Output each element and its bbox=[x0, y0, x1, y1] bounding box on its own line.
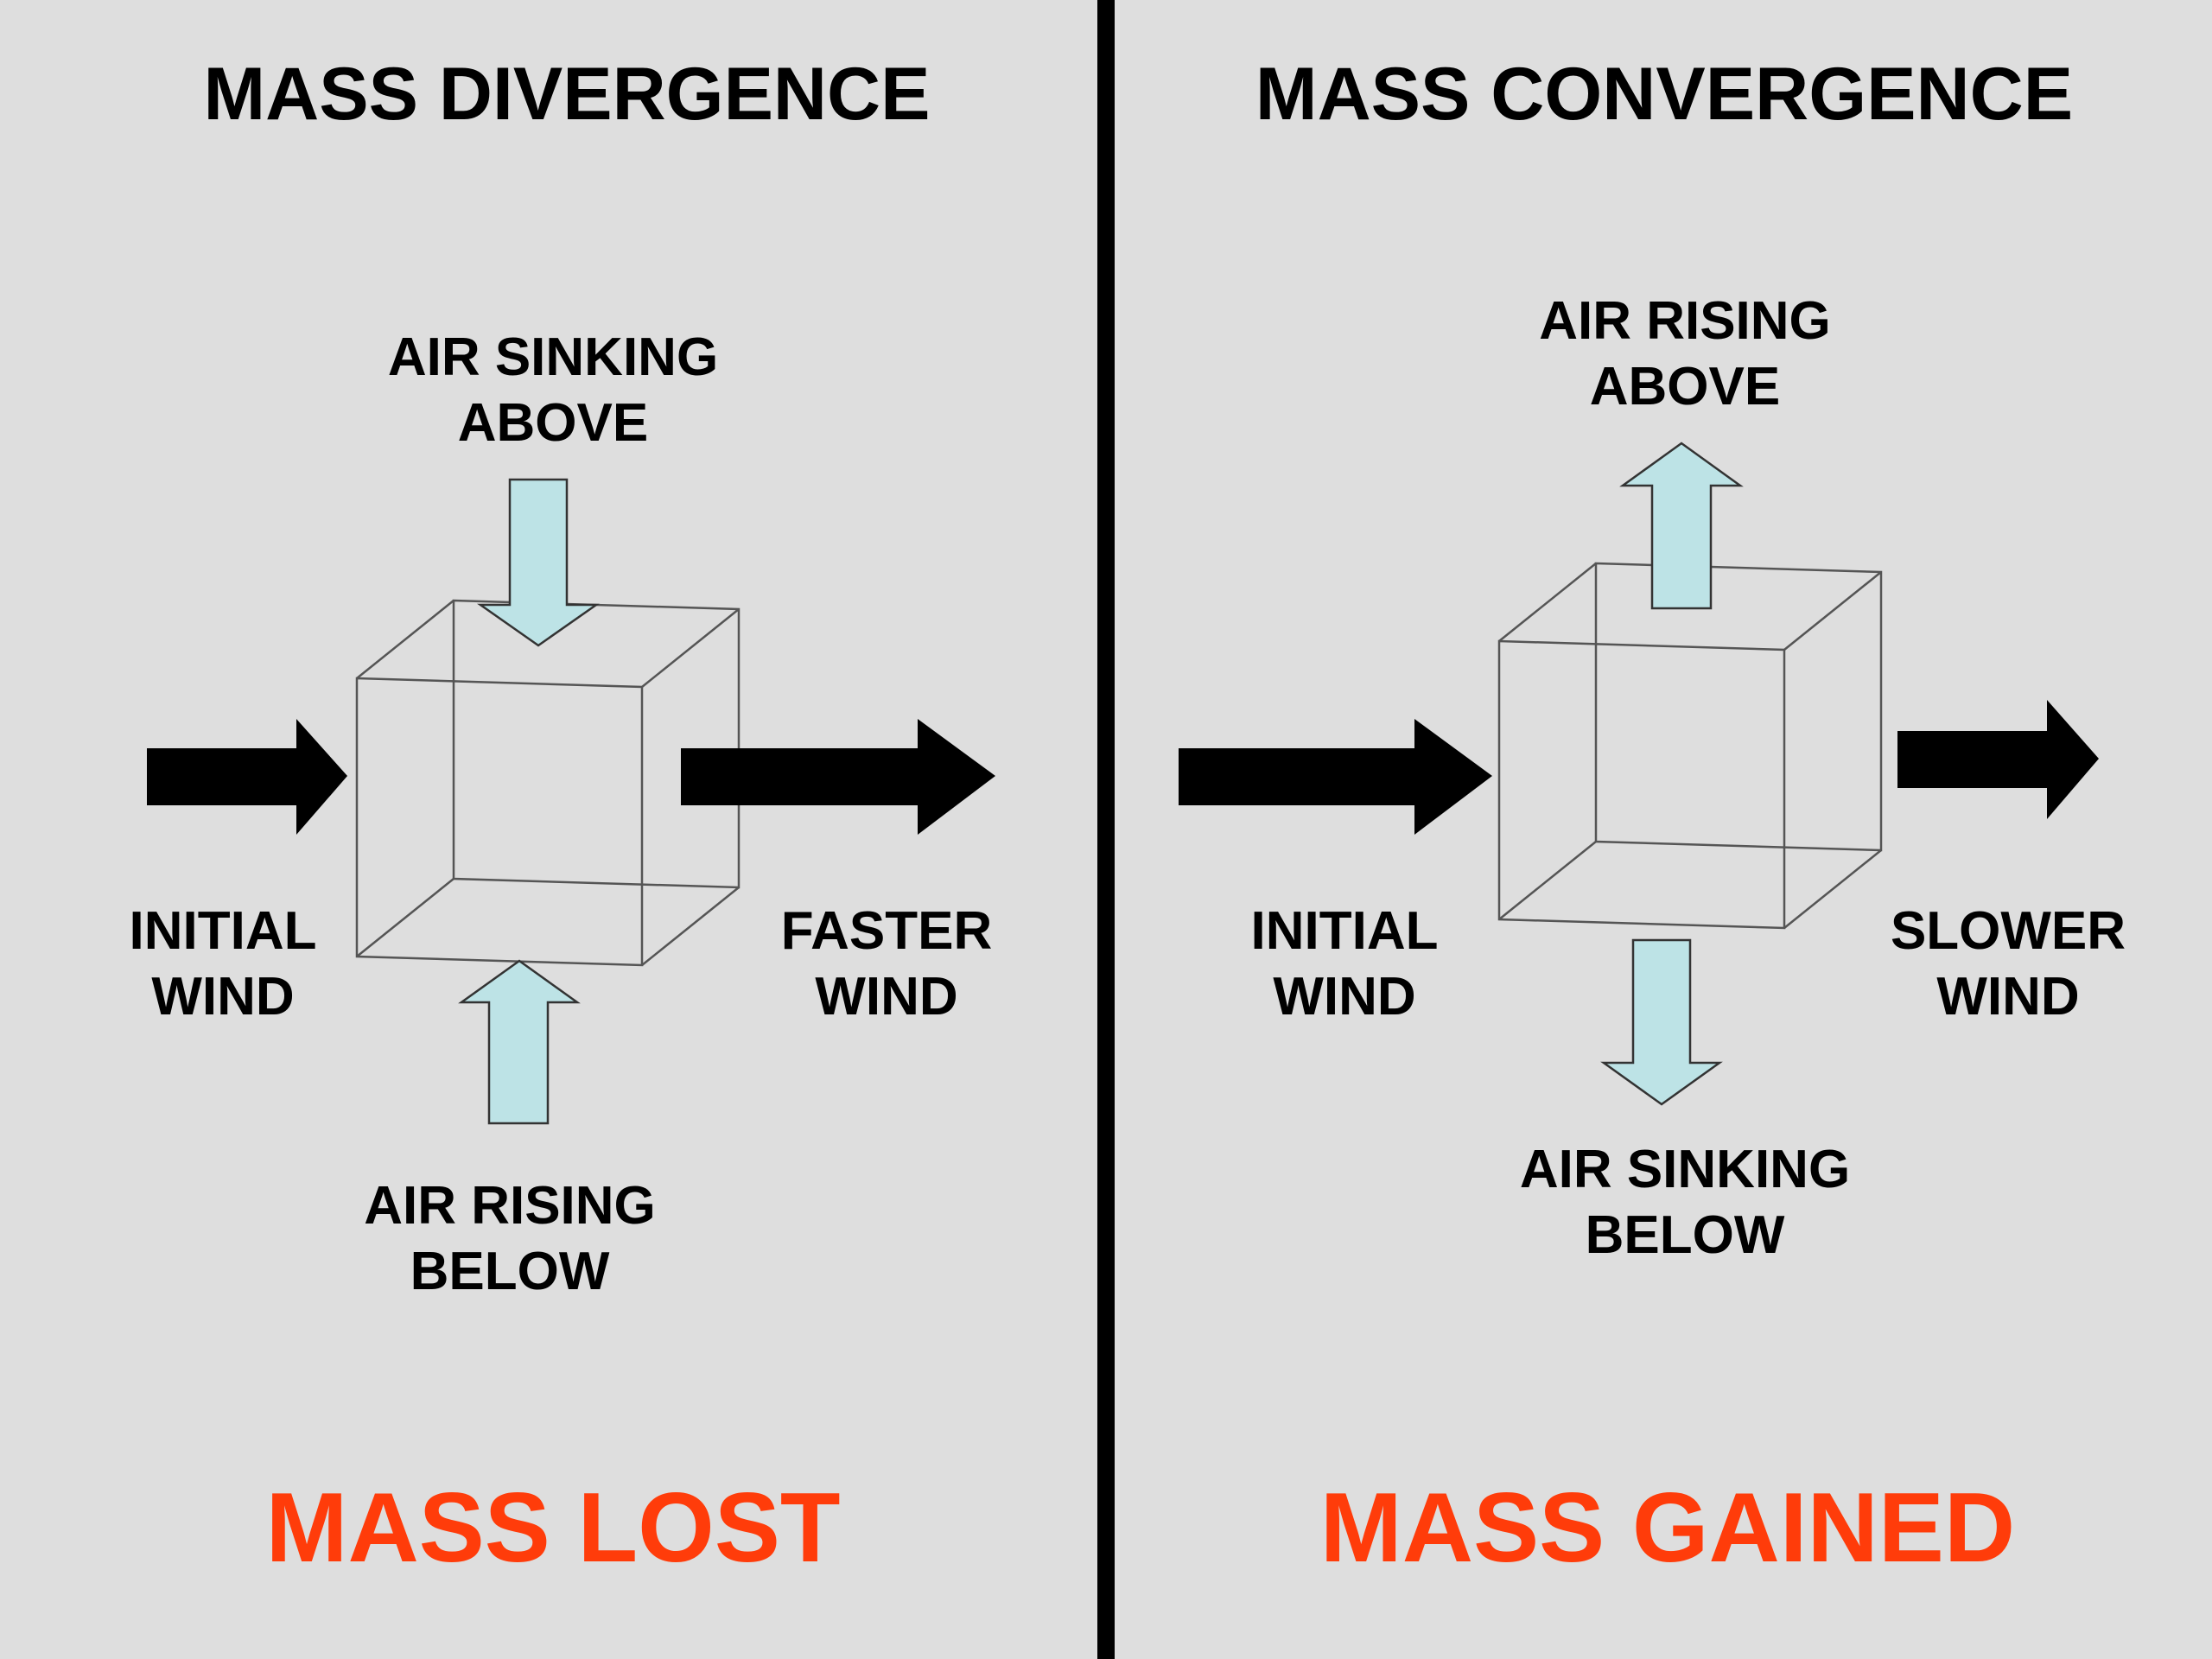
right-top-label: AIR RISING ABOVE bbox=[1539, 289, 1831, 421]
left-inflow-label-line2: WIND bbox=[151, 967, 295, 1027]
left-bottom-label-line2: BELOW bbox=[410, 1242, 610, 1302]
right-top-label-line1: AIR RISING bbox=[1539, 291, 1831, 351]
right-result-label: MASS GAINED bbox=[1319, 1473, 2016, 1583]
right-slower-wind-arrow bbox=[1897, 700, 2099, 819]
left-result-label: MASS LOST bbox=[265, 1473, 841, 1583]
left-top-label-line2: ABOVE bbox=[457, 393, 649, 454]
right-cube-edge bbox=[1498, 563, 1597, 642]
panel-divider bbox=[1097, 0, 1115, 1659]
right-inflow-label: INITIAL WIND bbox=[1251, 899, 1439, 1031]
right-panel-title: MASS CONVERGENCE bbox=[1255, 53, 2074, 136]
left-top-label-line1: AIR SINKING bbox=[387, 327, 719, 387]
left-outflow-label-line1: FASTER bbox=[780, 901, 993, 961]
right-cube-edge bbox=[1498, 841, 1597, 920]
right-cube-edge bbox=[1783, 571, 1882, 651]
left-inflow-label: INITIAL WIND bbox=[130, 899, 317, 1031]
left-faster-wind-arrow bbox=[681, 719, 995, 835]
left-cube-edge bbox=[356, 600, 454, 679]
right-bottom-label-line2: BELOW bbox=[1585, 1205, 1785, 1266]
right-rising-arrow bbox=[1619, 442, 1744, 610]
right-bottom-label-line1: AIR SINKING bbox=[1519, 1140, 1851, 1199]
right-sinking-arrow bbox=[1600, 938, 1723, 1106]
left-outflow-label: FASTER WIND bbox=[781, 899, 993, 1031]
left-top-label: AIR SINKING ABOVE bbox=[388, 325, 718, 457]
left-bottom-label: AIR RISING BELOW bbox=[364, 1173, 656, 1306]
left-inflow-label-line1: INITIAL bbox=[129, 901, 317, 961]
right-initial-wind-arrow bbox=[1179, 719, 1492, 835]
left-panel-title: MASS DIVERGENCE bbox=[203, 53, 931, 136]
left-cube-edge bbox=[641, 887, 740, 966]
right-inflow-label-line1: INITIAL bbox=[1250, 901, 1439, 961]
right-cube bbox=[1497, 562, 1883, 930]
left-cube bbox=[355, 599, 741, 967]
left-outflow-label-line2: WIND bbox=[815, 967, 958, 1027]
left-cube-edge bbox=[641, 608, 740, 688]
left-rising-arrow bbox=[458, 959, 581, 1125]
right-bottom-label: AIR SINKING BELOW bbox=[1520, 1137, 1850, 1269]
right-inflow-label-line2: WIND bbox=[1273, 967, 1416, 1027]
right-outflow-label-line2: WIND bbox=[1936, 967, 2080, 1027]
right-outflow-label-line1: SLOWER bbox=[1890, 901, 2126, 961]
left-initial-wind-arrow bbox=[147, 719, 347, 835]
right-cube-edge bbox=[1783, 849, 1882, 929]
left-sinking-arrow bbox=[477, 478, 600, 647]
right-top-label-line2: ABOVE bbox=[1589, 357, 1781, 417]
right-outflow-label: SLOWER WIND bbox=[1891, 899, 2126, 1031]
left-cube-edge bbox=[356, 878, 454, 957]
left-bottom-label-line1: AIR RISING bbox=[364, 1176, 656, 1236]
